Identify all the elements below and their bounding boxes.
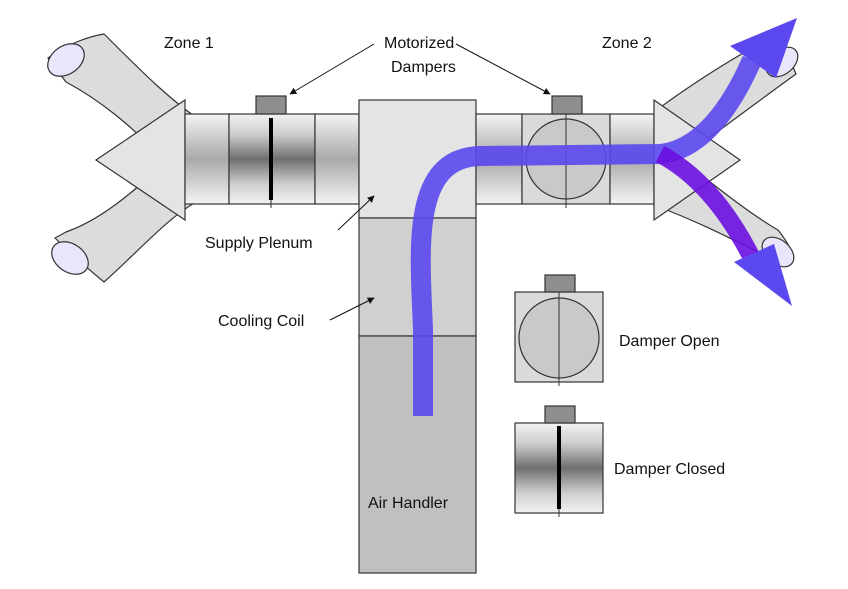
zone1-flex-ducts — [47, 33, 201, 283]
motorized-dampers-pointer-right — [455, 43, 551, 95]
zone2-damper-actuator — [551, 95, 583, 115]
zone1-duct — [184, 95, 360, 208]
motorized-dampers-label-line1: Motorized — [384, 35, 454, 52]
zone1-upper-duct-opening — [47, 43, 85, 77]
damper-closed-label: Damper Closed — [614, 461, 725, 478]
cooling-coil-pointer — [329, 297, 375, 321]
legend-damper-closed — [514, 405, 604, 517]
damper-open-label: Damper Open — [619, 333, 720, 350]
zone1-duct-section-2 — [314, 113, 360, 205]
supply-plenum-label: Supply Plenum — [205, 235, 313, 252]
zone1-damper-actuator — [255, 95, 287, 115]
zone1-duct-section-1 — [184, 113, 230, 205]
airflow-path — [410, 18, 797, 416]
airflow-main-stream — [410, 55, 762, 416]
legend-closed-damper-actuator — [544, 405, 576, 424]
airflow-zone2-lower-stream — [655, 146, 761, 263]
zone1-lower-duct-opening — [51, 241, 89, 275]
zone2-label: Zone 2 — [602, 35, 652, 52]
cooling-coil-label: Cooling Coil — [218, 313, 304, 330]
motorized-dampers-pointer-left — [289, 43, 375, 95]
zone1-label: Zone 1 — [164, 35, 214, 52]
callout-lines — [289, 43, 551, 321]
air-handler-label: Air Handler — [368, 495, 449, 512]
motorized-dampers-label-line2: Dampers — [391, 59, 456, 76]
airflow-zone2-upper-arrowhead — [730, 18, 797, 78]
supply-plenum-pointer — [337, 195, 375, 231]
airflow-zone2-lower-arrowhead — [734, 244, 792, 306]
legend-open-damper-actuator — [544, 274, 576, 293]
legend-damper-open — [514, 274, 604, 386]
